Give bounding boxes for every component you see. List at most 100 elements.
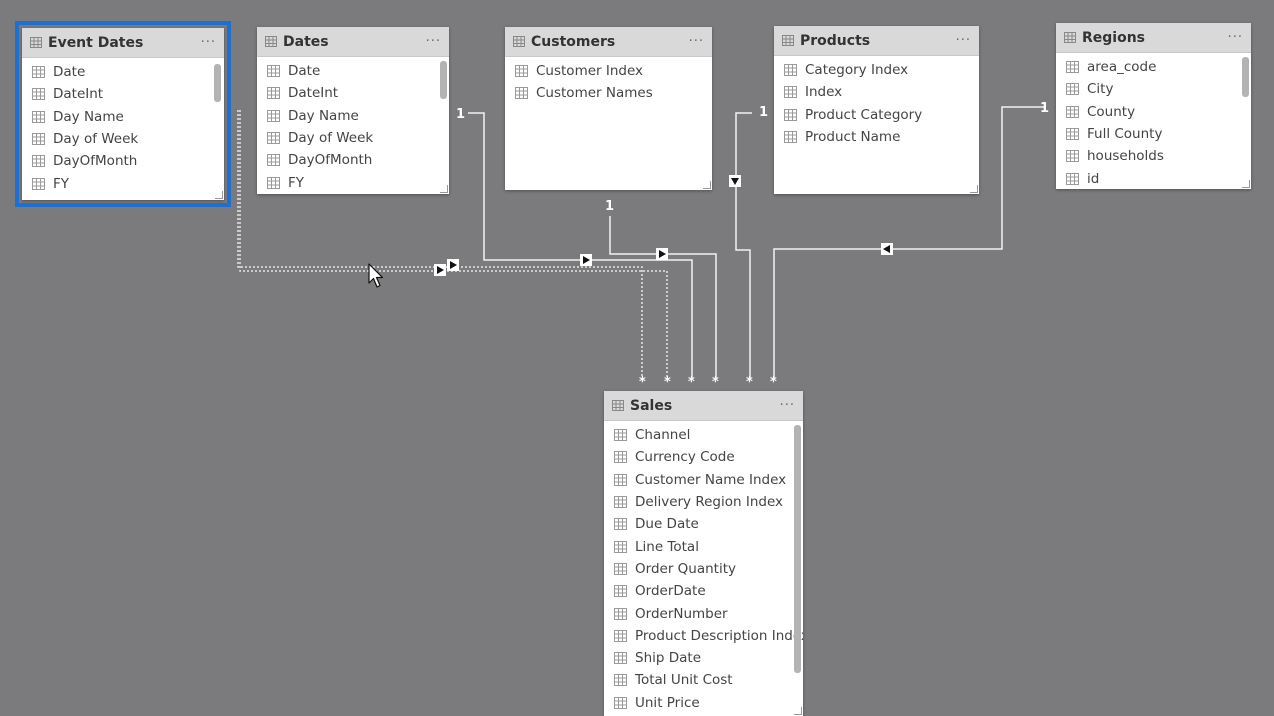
field-row[interactable]: DateInt [257,82,449,104]
field-name: DateInt [288,85,339,102]
field-table-icon [784,64,797,77]
field-row[interactable]: Date [257,60,449,82]
field-row[interactable]: Customer Name Index [604,469,803,491]
field-row[interactable]: Product Description Index [604,625,803,647]
field-name: Ship Date [635,650,702,667]
table-header[interactable]: Products ··· [774,26,979,56]
ellipsis-icon[interactable]: ··· [1227,30,1243,45]
field-row[interactable]: Order Quantity [604,558,803,580]
table-header[interactable]: Customers ··· [505,27,712,57]
field-name: OrderDate [635,583,706,600]
field-row[interactable]: Delivery Region Index [604,491,803,513]
field-row[interactable]: County [1056,101,1251,123]
field-row[interactable]: Category Index [774,59,979,81]
relationship-products-sales[interactable] [735,112,752,378]
field-row[interactable]: Line Total [604,535,803,557]
field-name: Delivery Region Index [635,494,783,511]
field-row[interactable]: Due Date [604,513,803,535]
field-row[interactable]: FY [257,171,449,193]
resize-handle[interactable] [794,707,802,715]
resize-handle[interactable] [440,185,448,193]
field-table-icon [1066,128,1079,141]
field-name: Total Unit Cost [635,672,733,689]
field-row[interactable]: households [1056,145,1251,167]
table-header[interactable]: Sales ··· [604,391,803,421]
field-row[interactable]: Customer Index [505,60,712,82]
field-table-icon [267,176,280,189]
field-row[interactable]: DateInt [22,83,224,105]
scrollbar-thumb[interactable] [214,64,221,102]
field-table-icon [1066,61,1079,74]
field-row[interactable]: Total Unit Cost [604,669,803,691]
field-row[interactable]: FY [22,172,224,194]
field-table-icon [32,110,45,123]
ellipsis-icon[interactable]: ··· [200,35,216,50]
field-row[interactable]: Day of Week [22,128,224,150]
cardinality-many-2: * [664,375,671,390]
cardinality-many-6: * [770,375,777,390]
field-row[interactable]: Date [22,61,224,83]
field-row[interactable]: Day Name [257,105,449,127]
relationship-customers-sales[interactable] [609,216,717,378]
table-grid-icon [612,400,624,411]
field-row[interactable]: Customer Names [505,82,712,104]
field-table-icon [614,652,627,665]
table-grid-icon [513,36,525,47]
scrollbar-thumb[interactable] [1242,57,1249,97]
field-name: FY [288,174,305,191]
table-title: Event Dates [48,34,144,51]
table-header[interactable]: Dates ··· [257,27,449,57]
ellipsis-icon[interactable]: ··· [425,34,441,49]
field-name: Day of Week [288,130,374,147]
field-name: DateInt [53,86,104,103]
field-row[interactable]: area_code [1056,56,1251,78]
cardinality-many-3: * [688,375,695,390]
field-row[interactable]: DayOfMonth [257,149,449,171]
field-row[interactable]: Product Category [774,104,979,126]
table-title: Regions [1082,29,1146,46]
field-row[interactable]: OrderNumber [604,602,803,624]
field-row[interactable]: OrderDate [604,580,803,602]
field-row[interactable]: Ship Date [604,647,803,669]
scrollbar-thumb[interactable] [794,425,801,673]
field-table-icon [784,108,797,121]
field-row[interactable]: Channel [604,424,803,446]
field-row[interactable]: Unit Price [604,692,803,714]
field-row[interactable]: Index [774,81,979,103]
field-row[interactable]: Day of Week [257,127,449,149]
field-table-icon [614,518,627,531]
field-row[interactable]: Day Name [22,106,224,128]
table-header[interactable]: Event Dates ··· [22,28,224,58]
resize-handle[interactable] [703,181,711,189]
field-name: OrderNumber [635,605,728,622]
field-table-icon [1066,105,1079,118]
ellipsis-icon[interactable]: ··· [779,398,795,413]
scrollbar-thumb[interactable] [440,61,447,99]
field-row[interactable]: Currency Code [604,446,803,468]
ellipsis-icon[interactable]: ··· [955,33,971,48]
field-name: Customer Names [536,85,653,102]
ellipsis-icon[interactable]: ··· [688,34,704,49]
table-header[interactable]: Regions ··· [1056,23,1251,53]
resize-handle[interactable] [970,185,978,193]
field-row[interactable]: id [1056,167,1251,189]
table-grid-icon [782,35,794,46]
field-table-icon [267,65,280,78]
field-row[interactable]: Product Name [774,126,979,148]
field-row[interactable]: City [1056,78,1251,100]
field-row[interactable]: DayOfMonth [22,150,224,172]
resize-handle[interactable] [215,191,223,199]
field-name: Customer Name Index [635,471,787,488]
resize-handle[interactable] [1242,180,1250,188]
field-row[interactable]: Full County [1056,123,1251,145]
field-table-icon [614,429,627,442]
